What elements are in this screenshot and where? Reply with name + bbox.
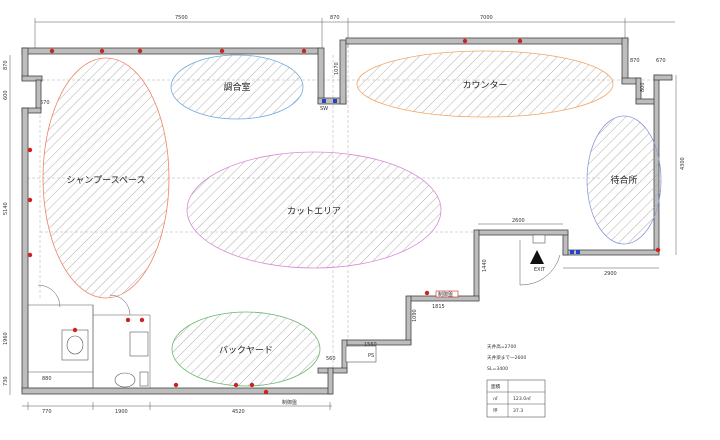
dim-left-2: 600 [3, 90, 9, 100]
dim-left-1: 870 [3, 60, 9, 70]
outlet-icon [301, 48, 307, 54]
dim-bottom-1: 770 [42, 409, 52, 415]
dim-top-left: 7500 [175, 15, 188, 21]
sink-fixture-2 [129, 331, 149, 357]
outlet-icon [655, 247, 661, 253]
zone-label-shampoo: シャンプースペース [66, 175, 145, 186]
zone-label-cut: カットエリア [287, 206, 341, 217]
note-ceiling: 天井高=2700 [487, 343, 516, 350]
exit-label: EXIT [534, 267, 546, 273]
top-dimensions: 7500 870 7000 870 670 [34, 15, 675, 64]
toilet-fixture [114, 372, 136, 388]
note-beam: 天井梁まで一2600 [487, 354, 526, 361]
left-dimensions: 870 600 5140 1960 730 670 [3, 55, 50, 395]
outlet-icon [249, 382, 255, 388]
outlet-icon [137, 48, 143, 54]
outlet-icon [424, 290, 430, 296]
control-panel-label: 制御盤 [438, 291, 453, 298]
sw-label: SW [320, 106, 328, 112]
zone-label-counter: カウンター [462, 80, 507, 91]
dim-gap-left: 870 [630, 58, 640, 64]
zone-mixing: 調合室 [170, 54, 304, 120]
outlet-icon [72, 327, 78, 333]
zone-waiting: 待合所 [586, 115, 662, 245]
dim-pillar-v: 1070 [334, 62, 340, 75]
note-sl: SL=3400 [487, 366, 508, 372]
dim-step-4: 560 [326, 356, 336, 362]
area-table-unit-1: ㎡ [493, 395, 498, 402]
switch-icon [322, 99, 326, 103]
dim-left-main: 5140 [3, 202, 9, 215]
zone-label-mixing: 調合室 [223, 81, 250, 93]
area-table-unit-2: 坪 [493, 407, 498, 414]
switch-icon [576, 250, 580, 254]
entrance: 2600 1440 EXIT 1815 1090 1560 560 PS 制御盤 [326, 218, 563, 363]
dim-gap-right: 670 [656, 58, 666, 64]
dim-right-main: 4300 [680, 157, 686, 170]
outlet-icon [219, 48, 225, 54]
outlet-icon [173, 382, 179, 388]
dim-step-1: 1815 [432, 304, 445, 310]
dim-entrance-h: 1440 [482, 259, 488, 272]
outlet-icon [49, 48, 55, 54]
dim-top-mid: 870 [330, 15, 340, 21]
dim-bottom-2: 1900 [115, 409, 128, 415]
area-table-value-2: 37.3 [513, 408, 523, 414]
outlet-icon [139, 317, 145, 323]
area-table-value-1: 123.0㎡ [513, 395, 531, 402]
zone-label-backyard: バックヤード [219, 345, 273, 356]
dim-toilet-w: 880 [42, 376, 52, 382]
dim-right-notch: 800 [640, 82, 646, 92]
outlet-icon [517, 38, 523, 44]
zone-counter: カウンター [356, 50, 614, 118]
dim-left-3: 670 [40, 100, 50, 106]
exit-arrow-icon [530, 250, 544, 264]
dim-left-lower: 1960 [3, 332, 9, 345]
outlet-icon [125, 317, 131, 323]
right-dimensions: 4300 800 2900 1070 [334, 62, 686, 277]
notes: 天井高=2700 天井梁まで一2600 SL=3400 [487, 343, 526, 372]
restroom-area: 880 [27, 284, 151, 389]
switch-icon [570, 250, 574, 254]
dim-right-bottom: 2900 [604, 271, 617, 277]
outlet-icon [27, 147, 33, 153]
outlet-icon [27, 252, 33, 258]
outlet-icon [263, 389, 269, 395]
dim-bottom-note: 制御盤 [282, 399, 297, 406]
dim-bottom-3: 4520 [232, 409, 245, 415]
ps-label: PS [368, 353, 374, 359]
dim-top-right: 7000 [480, 15, 493, 21]
area-table-header: 面積 [491, 383, 501, 390]
dim-step-3: 1560 [364, 342, 377, 348]
outlet-icon [27, 197, 33, 203]
bottom-dimensions: 770 1900 4520 制御盤 [22, 399, 332, 415]
zone-cut: カットエリア [186, 151, 442, 269]
zone-backyard: バックヤード [171, 311, 321, 387]
switch-icon [333, 99, 337, 103]
outlet-icon [462, 38, 468, 44]
dim-step-2: 1090 [412, 309, 418, 322]
zone-label-waiting: 待合所 [610, 174, 637, 186]
outlets [27, 38, 661, 395]
area-table: 面積 ㎡ 123.0㎡ 坪 37.3 [486, 379, 546, 418]
dim-entrance-w: 2600 [512, 218, 525, 224]
zone-shampoo: シャンプースペース [42, 57, 170, 299]
outlet-icon [233, 382, 239, 388]
dim-left-bottom: 730 [3, 376, 9, 386]
switches: SW [320, 99, 580, 254]
outlet-icon [99, 48, 105, 54]
